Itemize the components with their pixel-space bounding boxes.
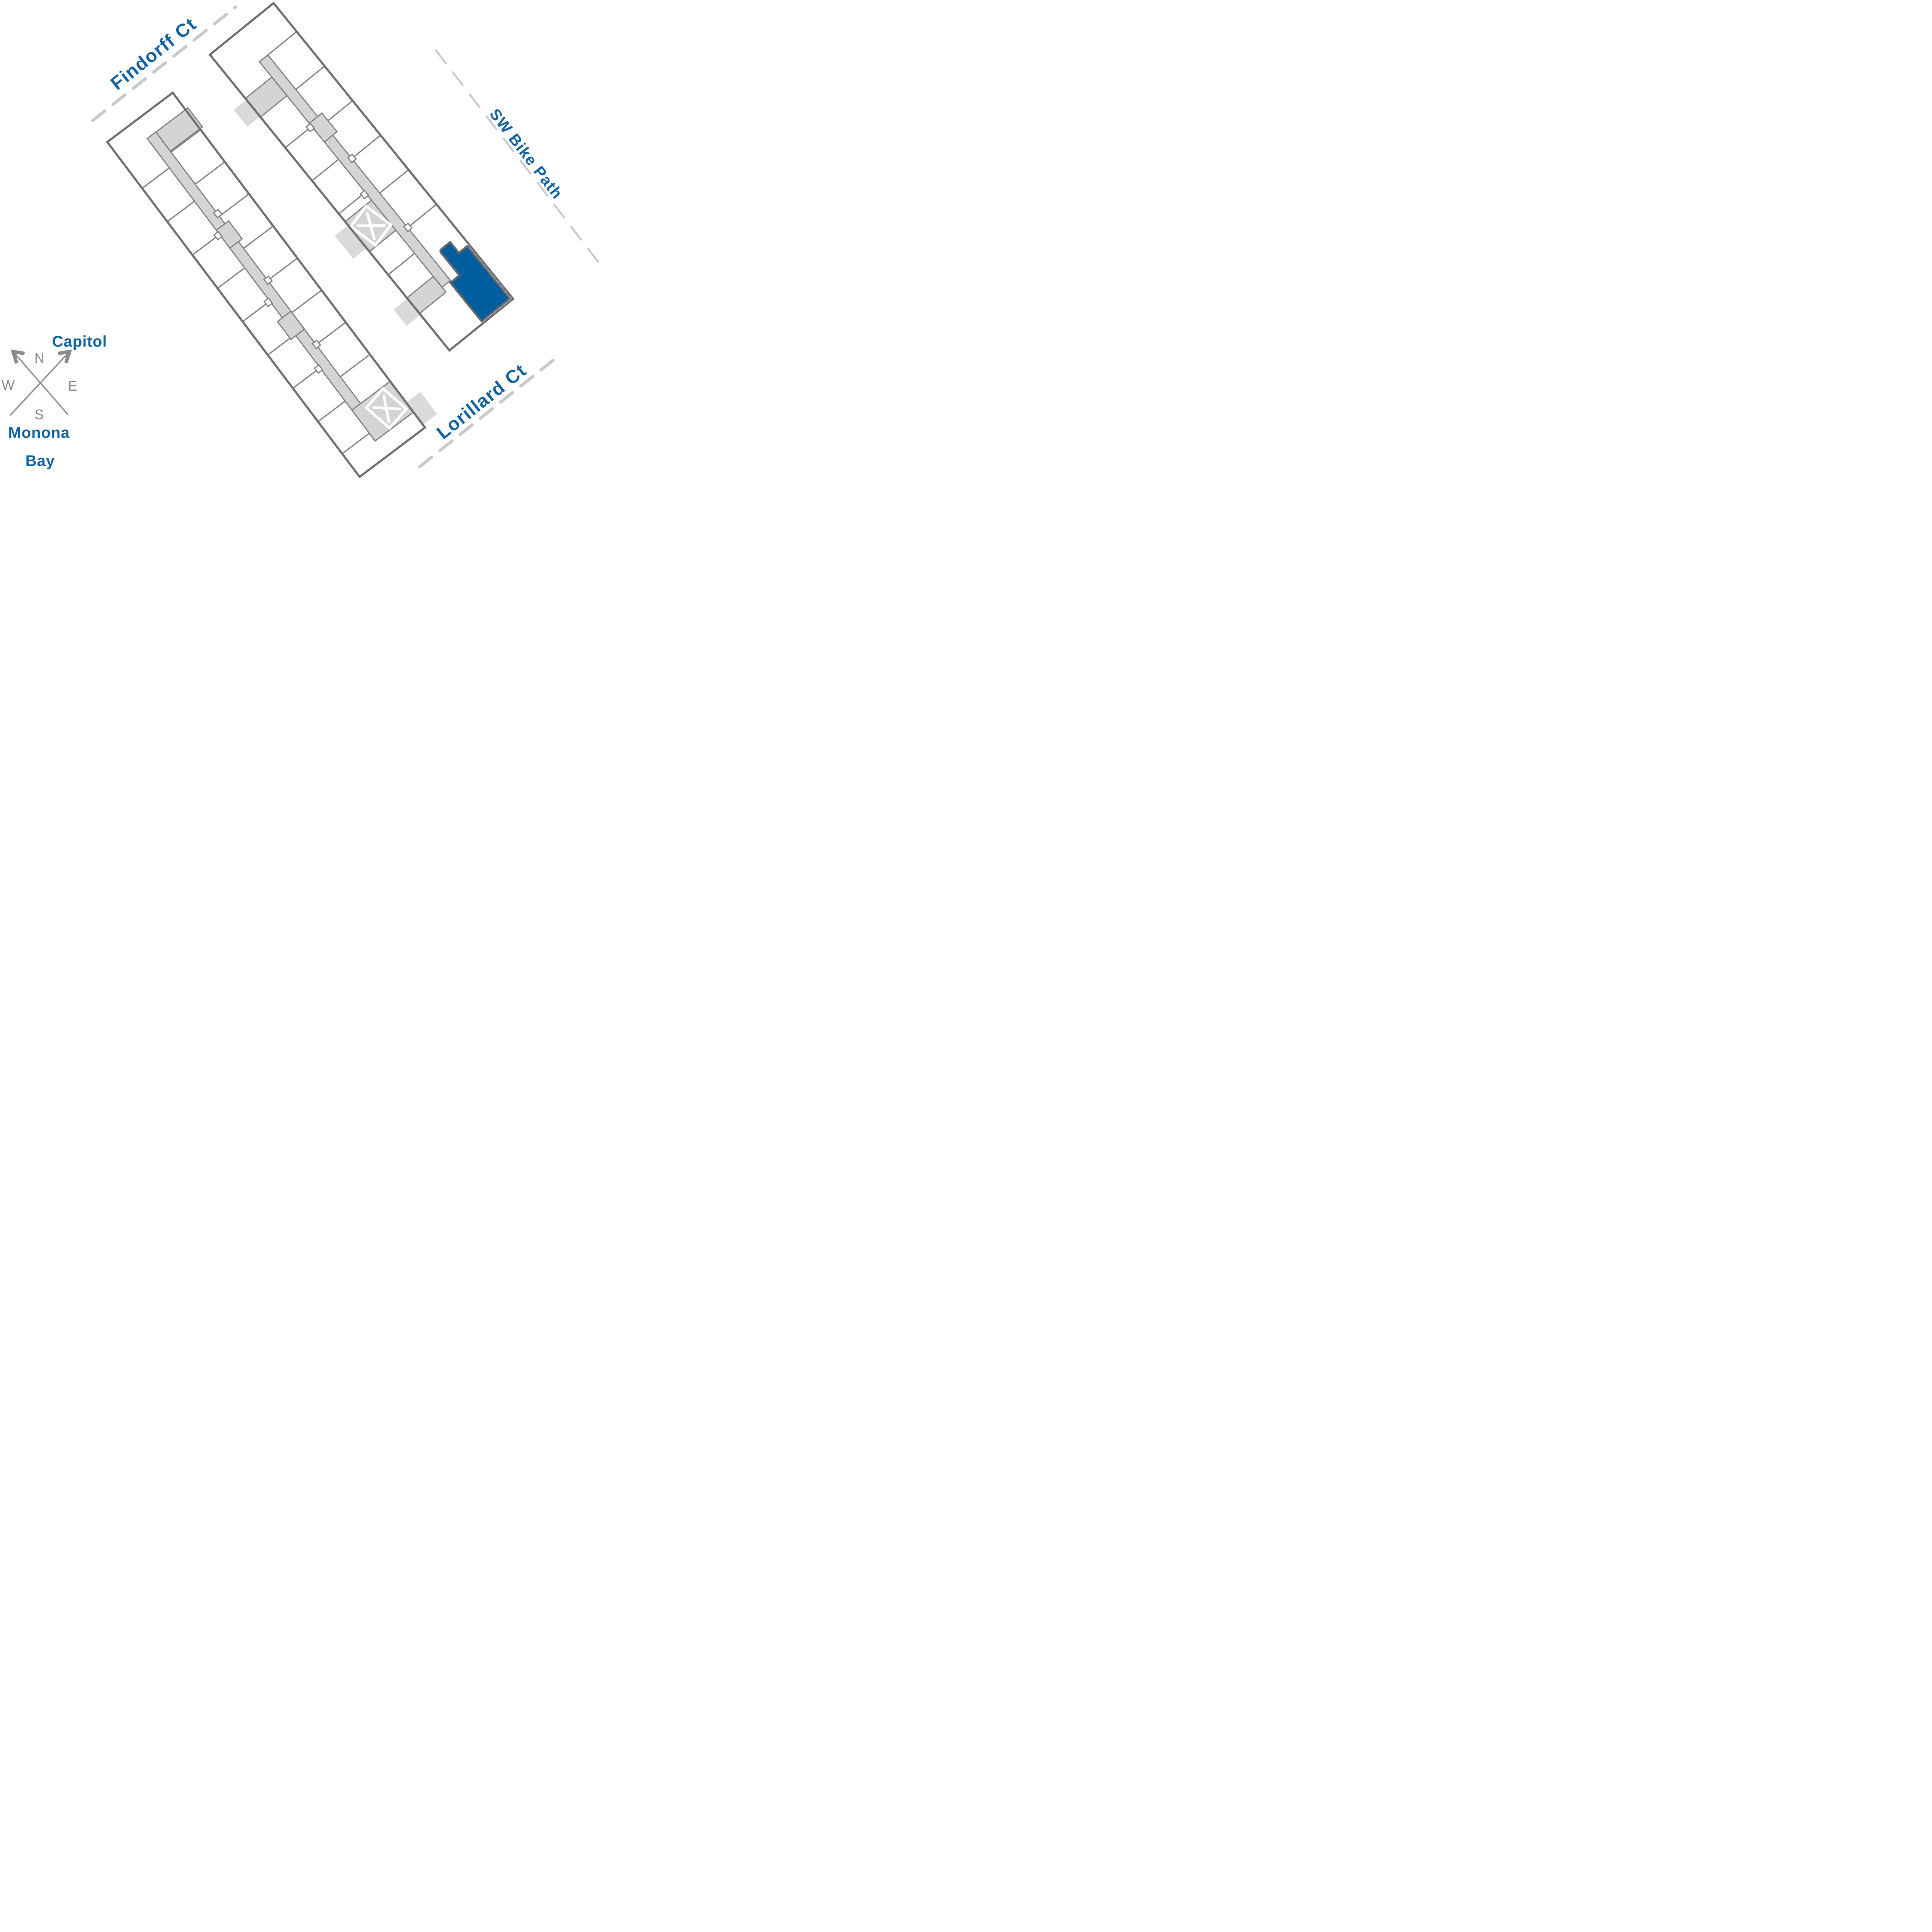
west-building-unit-partitions-ne [170, 129, 371, 378]
monona-bay-label-line1: Monona [8, 424, 70, 441]
monona-bay-label-line2: Bay [26, 452, 55, 469]
west-building-corridor-bulge-1 [215, 220, 243, 249]
compass-rose-icon: N E S W [2, 349, 77, 422]
west-elevator-icon [364, 386, 408, 430]
capitol-label: Capitol [52, 333, 107, 350]
selected-unit[interactable] [430, 235, 511, 323]
east-building-ramp-spill [393, 298, 421, 326]
compass-w-label: W [2, 377, 15, 393]
east-building-outline [208, 2, 515, 352]
lorillard-ct-dashed-line [418, 352, 563, 468]
west-building-corridor-notches [213, 209, 323, 374]
east-building [208, 2, 515, 352]
east-building-corridor-bulge [308, 112, 338, 143]
west-building-walkway-spill [406, 392, 437, 425]
findorff-ct-dashed-line [91, 5, 237, 122]
east-elevator-icon [349, 204, 393, 247]
sw-bike-path-label: SW Bike Path [486, 105, 566, 202]
findorff-ct-label: Findorff Ct [107, 14, 201, 94]
east-building-unit-partitions-ne [267, 31, 437, 228]
east-building-corridor-notches [305, 122, 413, 233]
east-building-elevator-spill [335, 225, 367, 259]
west-building [105, 91, 437, 478]
lorillard-ct-label: Lorillard Ct [433, 360, 531, 444]
sw-bike-path-dashed-line [435, 49, 605, 270]
compass-ne-arrowhead-icon [58, 349, 72, 364]
east-building-corridor [259, 54, 451, 288]
compass-n-label: N [34, 350, 44, 366]
east-building-entry-spill [234, 99, 260, 127]
compass-nw-arrowhead-icon [10, 349, 25, 364]
site-map: Findorff Ct SW Bike Path Lorillard Ct N … [2, 2, 605, 478]
west-building-outline [105, 91, 427, 478]
west-building-corridor-bulge-2 [276, 310, 306, 340]
compass-e-label: E [68, 378, 77, 394]
compass-s-label: S [34, 406, 44, 422]
